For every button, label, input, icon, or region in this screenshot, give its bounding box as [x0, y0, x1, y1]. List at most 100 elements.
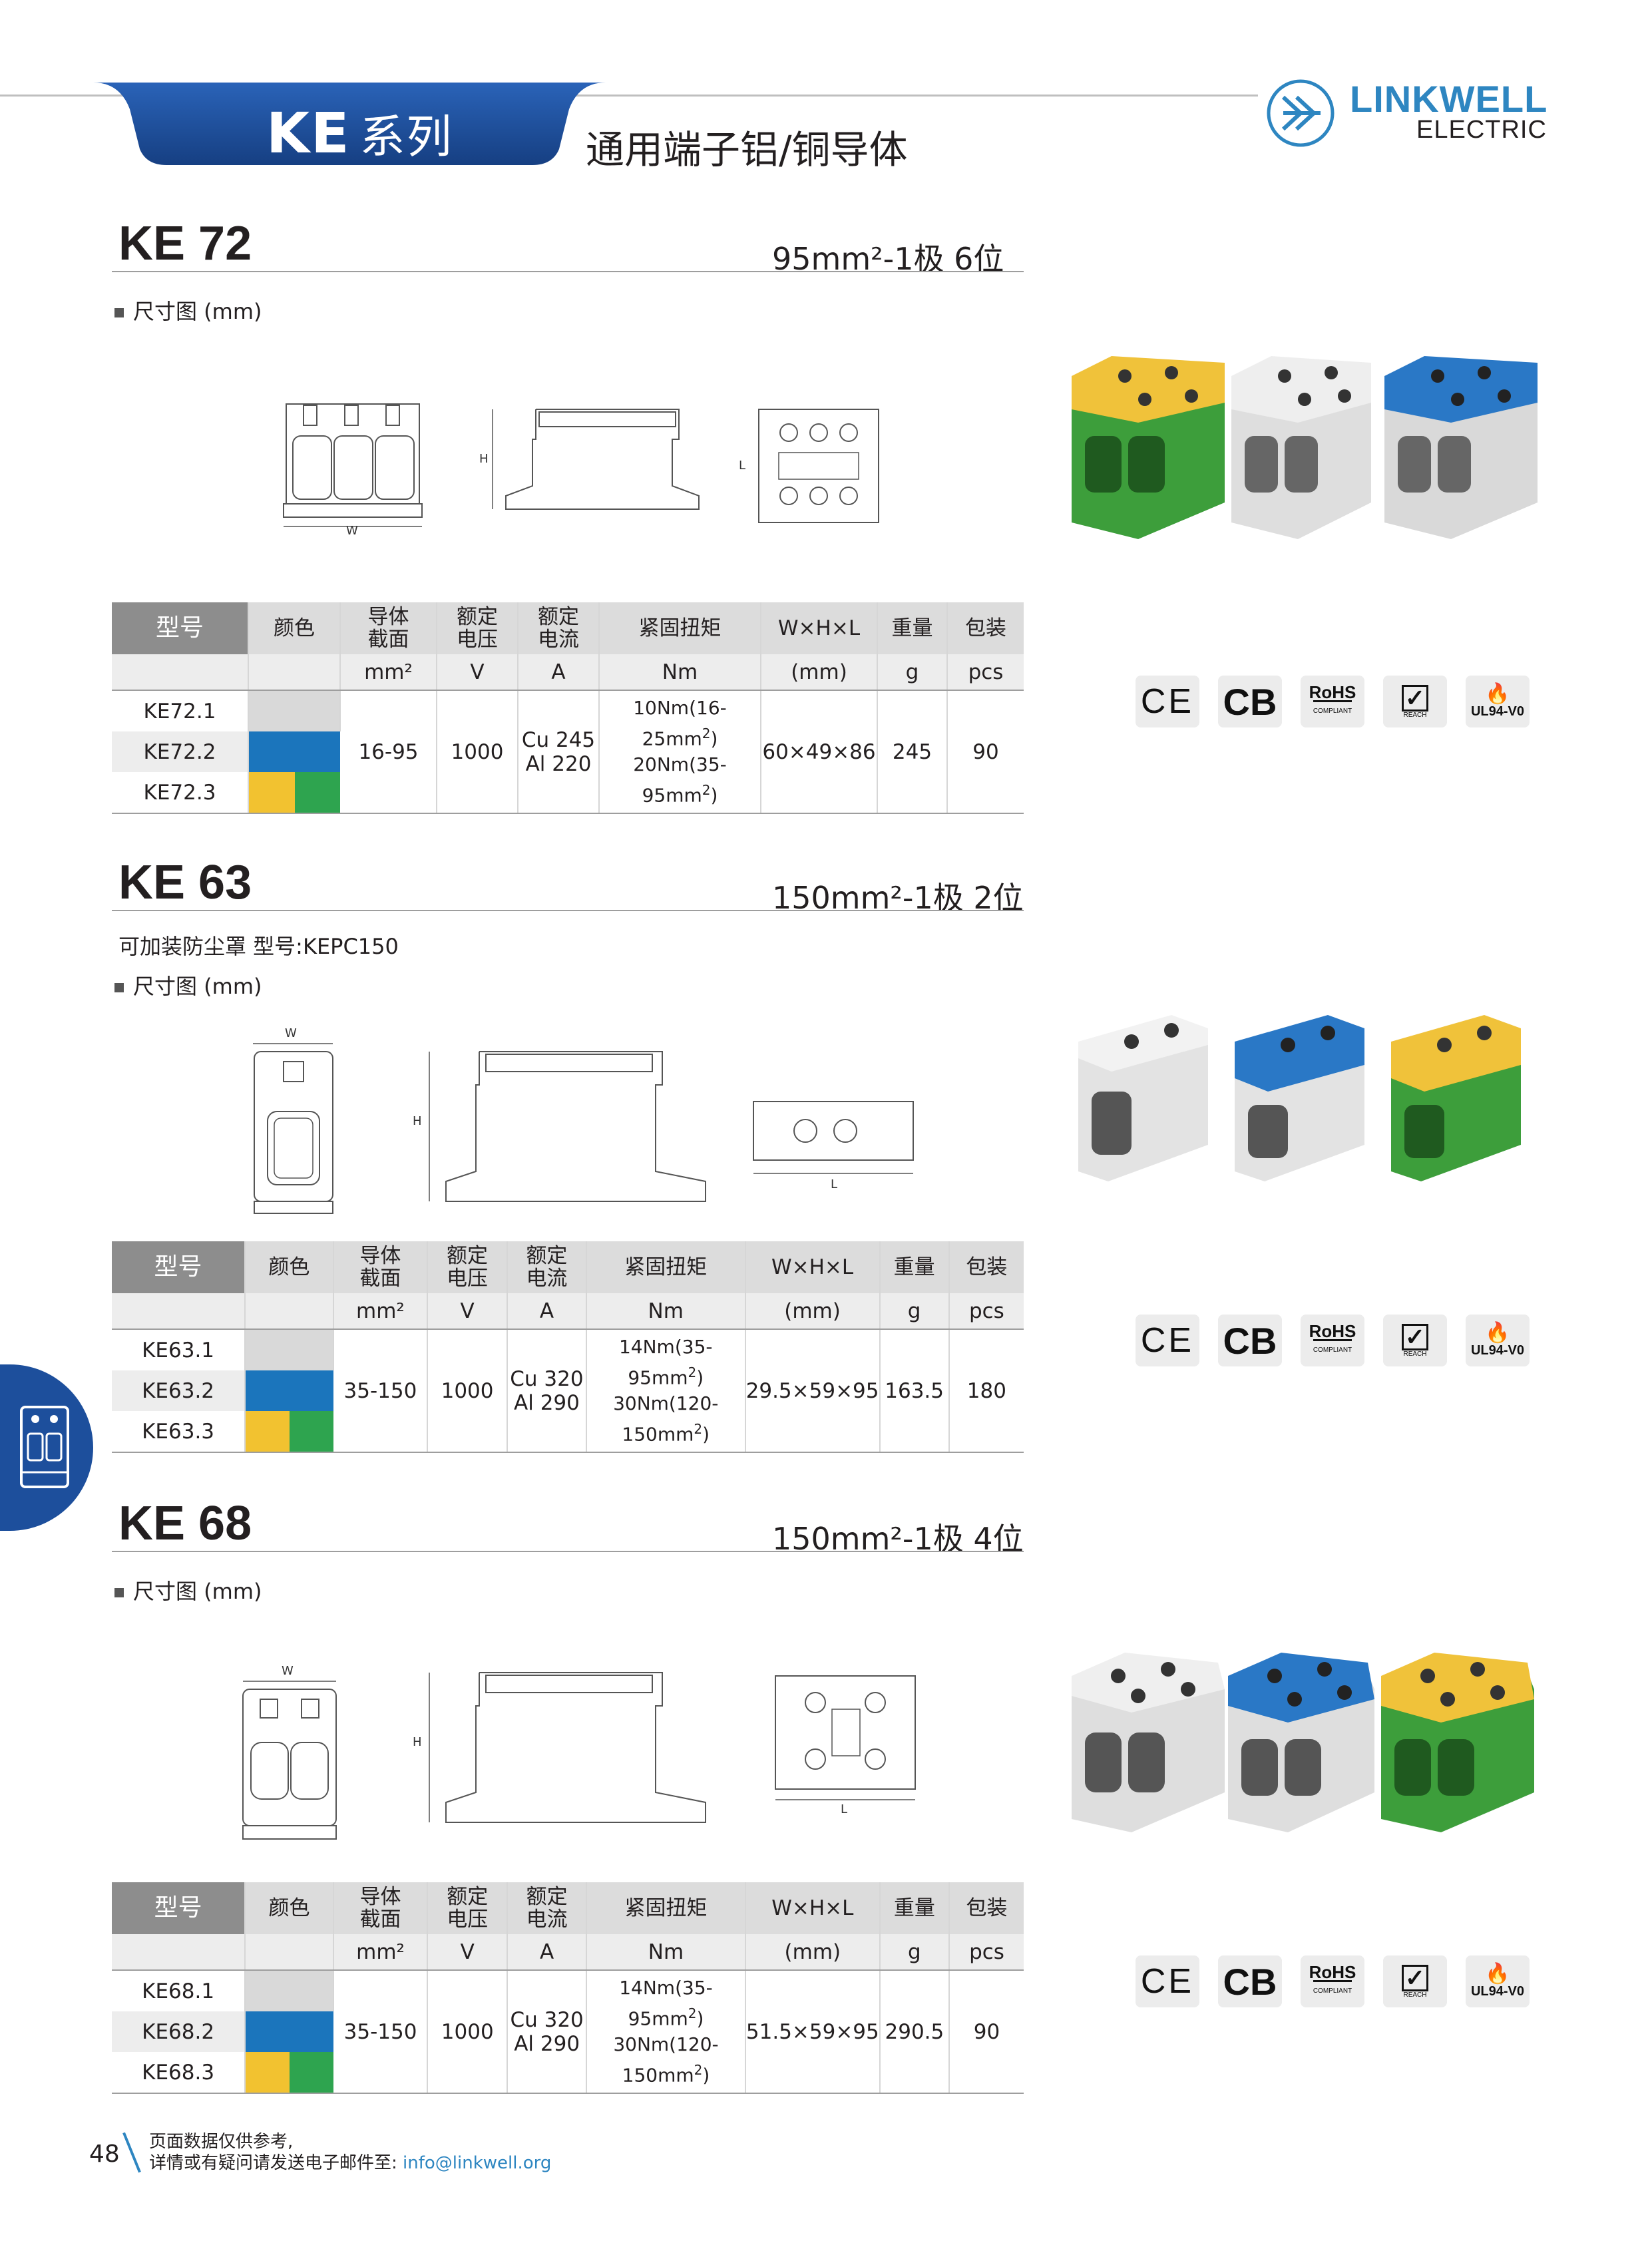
spec-table-ke72: 型号 颜色 导体截面 额定电压 额定电流 紧固扭矩 W×H×L 重量 包装 mm… [112, 602, 1024, 814]
conductor-cell: 16-95 [340, 690, 437, 814]
table-row: KE72.2 [112, 731, 1024, 772]
voltage-cell: 1000 [437, 690, 518, 814]
front-view-drawing: W [253, 1026, 333, 1214]
table-header-row: 型号 颜色 导体截面 额定电压 额定电流 紧固扭矩 W×H×L 重量 包装 [112, 602, 1024, 654]
unit-current: A [507, 1934, 588, 1971]
model-cell: KE63.3 [112, 1411, 246, 1453]
terminal-green-yellow [1072, 356, 1225, 539]
terminal-blue [1384, 356, 1538, 539]
bullet-square-icon [114, 983, 124, 992]
header-pack: 包装 [947, 602, 1024, 654]
terminal-block-icon [20, 1406, 69, 1488]
color-swatch-blue [248, 731, 340, 772]
bullet-square-icon [114, 1588, 124, 1597]
ce-icon: CE [1136, 1955, 1199, 2007]
header-model: 型号 [112, 1241, 246, 1293]
table-header-row: 型号 颜色 导体截面 额定电压 额定电流 紧固扭矩 W×H×L 重量 包装 [112, 1241, 1024, 1293]
footer-divider [122, 2132, 141, 2173]
color-swatch-yellow-green [245, 2052, 333, 2094]
pack-cell: 90 [947, 690, 1024, 814]
linkwell-logo: LINKWELL ELECTRIC [1265, 77, 1547, 150]
header-current: 额定电流 [507, 1882, 588, 1934]
section-rule [112, 271, 1024, 272]
model-cell: KE72.2 [112, 731, 249, 772]
height-marker: H [413, 1735, 422, 1749]
header-pack: 包装 [949, 1882, 1024, 1934]
top-view-drawing: L [739, 409, 879, 523]
terminal-grey [1072, 1653, 1225, 1832]
voltage-cell: 1000 [427, 1329, 508, 1453]
terminal-grey [1078, 1015, 1208, 1181]
header-torque: 紧固扭矩 [599, 602, 761, 654]
spec-table-ke68: 型号 颜色 导体截面 额定电压 额定电流 紧固扭矩 W×H×L 重量 包装 mm… [112, 1882, 1024, 2094]
unit-conductor: mm² [340, 654, 437, 691]
cb-icon: CB [1218, 1955, 1282, 2007]
section-rule [112, 1551, 1024, 1552]
side-view-drawing: H [479, 409, 700, 510]
model-cell: KE72.3 [112, 772, 249, 814]
spec-table-ke63: 型号 颜色 导体截面 额定电压 额定电流 紧固扭矩 W×H×L 重量 包装 mm… [112, 1241, 1024, 1453]
contact-email-link[interactable]: info@linkwell.org [403, 2153, 552, 2173]
header-current: 额定电流 [518, 602, 600, 654]
table-row: KE68.3 [112, 2052, 1024, 2094]
header-color: 颜色 [245, 1241, 334, 1293]
torque-cell: 14Nm(35-95mm2)30Nm(120-150mm2) [586, 1329, 746, 1453]
width-marker: W [282, 1664, 294, 1678]
height-marker: H [413, 1114, 422, 1128]
unit-dims: (mm) [761, 654, 878, 691]
color-swatch-blue [245, 2011, 333, 2052]
unit-torque: Nm [586, 1293, 746, 1330]
logo-subtext: ELECTRIC [1416, 116, 1547, 144]
dims-cell: 29.5×59×95 [745, 1329, 881, 1453]
section-title: KE 68 [118, 1497, 252, 1550]
unit-voltage: V [437, 654, 518, 691]
table-row: KE63.3 [112, 1411, 1024, 1453]
conductor-cell: 35-150 [333, 1329, 429, 1453]
top-view-drawing: L [753, 1101, 914, 1188]
width-marker: W [285, 1026, 297, 1040]
model-cell: KE72.1 [112, 690, 249, 731]
ce-icon: CE [1136, 676, 1199, 727]
header-current: 额定电流 [507, 1241, 587, 1293]
terminal-yellow-green [1381, 1653, 1534, 1832]
header-voltage: 额定电压 [427, 1241, 508, 1293]
ke68-product-photos [1072, 1653, 1534, 1832]
header-torque: 紧固扭矩 [586, 1241, 746, 1293]
voltage-cell: 1000 [427, 1970, 509, 2094]
unit-dims: (mm) [745, 1293, 881, 1330]
section-spec: 150mm²-1极 4位 [772, 1521, 1024, 1557]
weight-cell: 163.5 [879, 1329, 950, 1453]
color-swatch-yellow-green [245, 1411, 333, 1453]
series-tab-shape [93, 83, 606, 165]
front-view-drawing: W [242, 1664, 337, 1840]
terminal-blue [1228, 1653, 1374, 1832]
reach-icon: ✓REACH [1383, 1315, 1447, 1366]
header-dims: W×H×L [745, 1882, 881, 1934]
logo-wordmark: LINKWELL [1350, 78, 1548, 120]
weight-cell: 290.5 [879, 1970, 950, 2094]
page-number: 48 [89, 2140, 120, 2168]
header-voltage: 额定电压 [427, 1882, 509, 1934]
side-view-drawing: H [413, 1051, 706, 1202]
torque-cell: 10Nm(16-25mm2)20Nm(35-95mm2) [599, 690, 761, 814]
dimension-label: 尺寸图 (mm) [114, 970, 262, 1000]
torque-cell: 14Nm(35-95mm2)30Nm(120-150mm2) [586, 1970, 746, 2094]
terminal-blue [1235, 1015, 1364, 1181]
unit-pack: pcs [948, 1293, 1024, 1330]
model-cell: KE68.1 [112, 1970, 246, 2011]
unit-current: A [518, 654, 600, 691]
unit-conductor: mm² [333, 1934, 429, 1971]
conductor-cell: 35-150 [333, 1970, 429, 2094]
length-marker: L [739, 459, 745, 473]
pack-cell: 180 [948, 1329, 1024, 1453]
header-model: 型号 [112, 1882, 246, 1934]
ul94-flame-icon: 🔥UL94-V0 [1466, 1955, 1530, 2007]
